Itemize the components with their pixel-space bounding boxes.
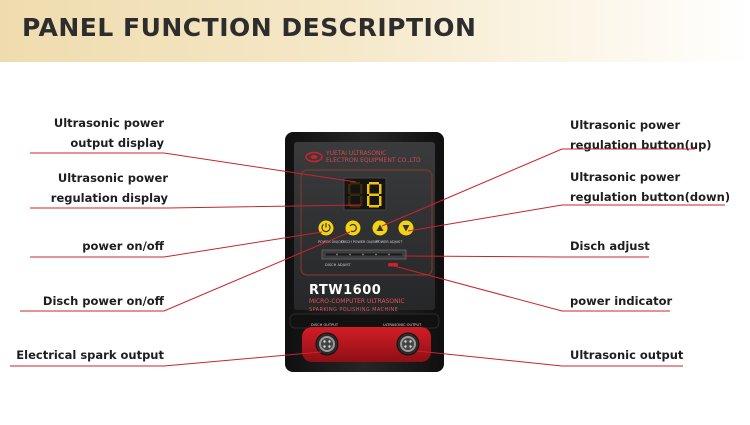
brand-logo-icon bbox=[305, 151, 323, 163]
callout-ultrasonic-output bbox=[416, 350, 683, 367]
down-button[interactable] bbox=[398, 220, 414, 236]
callout-power-indicator bbox=[393, 265, 670, 312]
model-name: RTW1600 bbox=[309, 283, 381, 298]
callout-disch-power bbox=[20, 231, 351, 312]
caption-disch: DISCH POWER ON/OFF bbox=[341, 240, 379, 244]
control-area bbox=[300, 169, 433, 276]
up-button[interactable] bbox=[372, 220, 388, 236]
callout-output-display bbox=[30, 152, 357, 183]
caption-adjust: POWER ADJUST bbox=[376, 240, 403, 244]
label-regulation-display: Ultrasonic power regulation display bbox=[50, 171, 168, 205]
ultrasonic-output-port-icon bbox=[396, 332, 420, 356]
power-button[interactable] bbox=[318, 220, 334, 236]
label-power-indicator: power indicator bbox=[570, 294, 673, 308]
label-ultrasonic-output: Ultrasonic output bbox=[570, 348, 684, 362]
label-disch-power-on-off: Disch power on/off bbox=[42, 294, 164, 308]
display-digit-lit bbox=[367, 182, 382, 208]
brand-line2: ELECTRON EQUIPMENT CO.,LTD bbox=[326, 157, 421, 164]
callout-button-up bbox=[381, 148, 695, 227]
label-power-on-off: power on/off bbox=[82, 239, 164, 253]
label-regulation-button-down: Ultrasonic power regulation button(down) bbox=[570, 170, 731, 204]
disch-output-port-icon bbox=[315, 332, 339, 356]
callout-lines bbox=[10, 148, 725, 367]
subtitle-line1: MICRO-COMPUTER ULTRASONIC bbox=[309, 298, 405, 305]
callout-power-on-off bbox=[30, 231, 323, 258]
callout-disch-adjust bbox=[403, 255, 649, 258]
callout-spark-output bbox=[10, 351, 322, 367]
label-electrical-spark-output: Electrical spark output bbox=[16, 348, 164, 362]
callout-button-down bbox=[407, 204, 725, 232]
port-left-label: DISCH OUTPUT bbox=[311, 323, 339, 327]
page-title: PANEL FUNCTION DESCRIPTION bbox=[22, 13, 477, 42]
caption-power: POWER ON/OFF bbox=[318, 240, 345, 244]
power-indicator-led bbox=[388, 263, 398, 267]
brand-line1: YUETAI ULTRASONIC bbox=[325, 150, 386, 157]
callout-regulation-display bbox=[30, 204, 362, 209]
disch-adjust-slider[interactable] bbox=[321, 249, 407, 260]
disch-button[interactable] bbox=[345, 220, 361, 236]
label-disch-adjust: Disch adjust bbox=[570, 239, 650, 253]
port-right-label: ULTRASONIC OUTPUT bbox=[383, 323, 422, 327]
header-banner: PANEL FUNCTION DESCRIPTION bbox=[0, 0, 750, 62]
subtitle-line2: SPARKING POLISHING MACHINE bbox=[309, 307, 398, 313]
caption-slider: DISCH ADJUST bbox=[325, 263, 352, 267]
label-output-display: Ultrasonic power output display bbox=[53, 116, 164, 150]
